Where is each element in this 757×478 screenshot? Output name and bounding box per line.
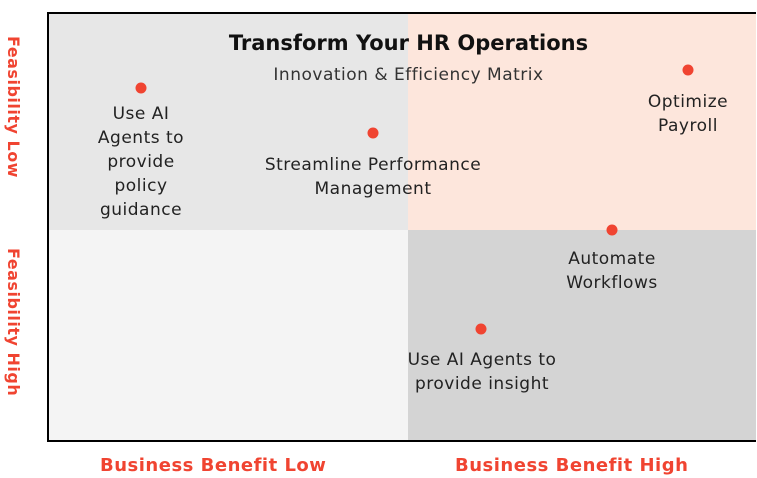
matrix-title: Transform Your HR Operations xyxy=(228,31,589,55)
axis-label-business-benefit-low: Business Benefit Low xyxy=(100,455,327,476)
quadrant-low-benefit-low-feasibility xyxy=(49,14,408,230)
item-dot-performance-management xyxy=(367,127,379,139)
quadrant-low-benefit-high-feasibility xyxy=(49,230,408,440)
item-label-policy-guidance: Use AI Agents to provide policy guidance xyxy=(97,104,185,220)
axis-label-feasibility-high: Feasibility High xyxy=(4,248,23,397)
item-label-provide-insight: Use AI Agents to provide insight xyxy=(407,350,557,394)
item-label-performance-management: Streamline Performance Management xyxy=(264,155,482,199)
item-dot-provide-insight xyxy=(475,323,487,335)
item-label-optimize-payroll: Optimize Payroll xyxy=(647,92,729,136)
item-label-automate-workflows: Automate Workflows xyxy=(566,249,658,293)
item-dot-policy-guidance xyxy=(135,82,147,94)
item-dot-optimize-payroll xyxy=(682,64,694,76)
matrix-subtitle: Innovation & Efficiency Matrix xyxy=(273,65,544,85)
matrix-frame xyxy=(47,12,756,442)
item-dot-automate-workflows xyxy=(606,224,618,236)
quadrant-high-benefit-low-feasibility xyxy=(408,14,756,230)
quadrant-high-benefit-high-feasibility xyxy=(408,230,756,440)
axis-label-business-benefit-high: Business Benefit High xyxy=(455,455,689,476)
axis-label-feasibility-low: Feasibility Low xyxy=(4,36,23,178)
